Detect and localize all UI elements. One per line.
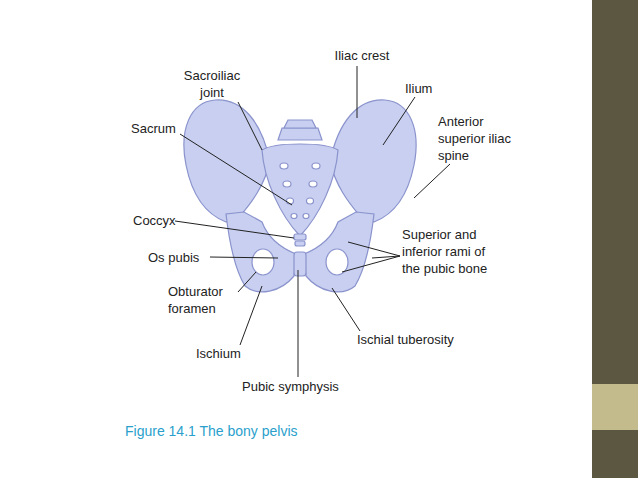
sacral-foramina [280, 163, 320, 219]
coccyx-segment [294, 234, 306, 240]
part-label: Iliac crest [322, 47, 402, 64]
leader-line [414, 164, 450, 198]
part-label: Sacrum [131, 120, 201, 137]
side-block [592, 384, 638, 430]
part-label: Sacroiliac joint [176, 67, 248, 101]
part-label: Os pubis [148, 249, 218, 266]
coccyx-segment [295, 241, 305, 246]
pelvis-bone [184, 100, 416, 292]
part-label: Obturator foramen [168, 283, 240, 317]
leader-line [332, 288, 360, 331]
leader-line [298, 270, 299, 377]
side-strip [592, 0, 638, 478]
part-label: Coccyx [133, 212, 193, 229]
symphysis-shape [294, 252, 306, 276]
leader-line [238, 272, 256, 292]
vertebra-arch [284, 120, 316, 128]
leader-line [357, 66, 358, 118]
figure-caption: Figure 14.1 The bony pelvis [125, 422, 298, 440]
sacrum-shape [262, 144, 338, 236]
part-label: Ischium [196, 345, 266, 362]
leader-line [175, 221, 294, 238]
part-label: Ilium [405, 80, 465, 97]
leader-line [180, 134, 292, 205]
part-label: Pubic symphysis [242, 378, 372, 395]
pubis-ischium-shape [304, 212, 374, 292]
pubis-ischium-shape [226, 212, 296, 292]
leader-line [210, 257, 278, 258]
vertebra-body [278, 128, 322, 140]
ilium-shape [330, 100, 416, 222]
leader-line [348, 242, 400, 256]
leader-line [342, 256, 400, 272]
obturator-hole [252, 249, 274, 275]
ilium-shape [184, 100, 270, 222]
leader-line [238, 102, 262, 150]
part-label: Superior and inferior rami of the pubic … [402, 226, 490, 277]
leader-lines [175, 66, 450, 377]
part-label: Anterior superior iliac spine [438, 113, 516, 164]
leader-line [240, 286, 262, 345]
part-label: Ischial tuberosity [357, 331, 497, 348]
leader-line [383, 97, 415, 145]
